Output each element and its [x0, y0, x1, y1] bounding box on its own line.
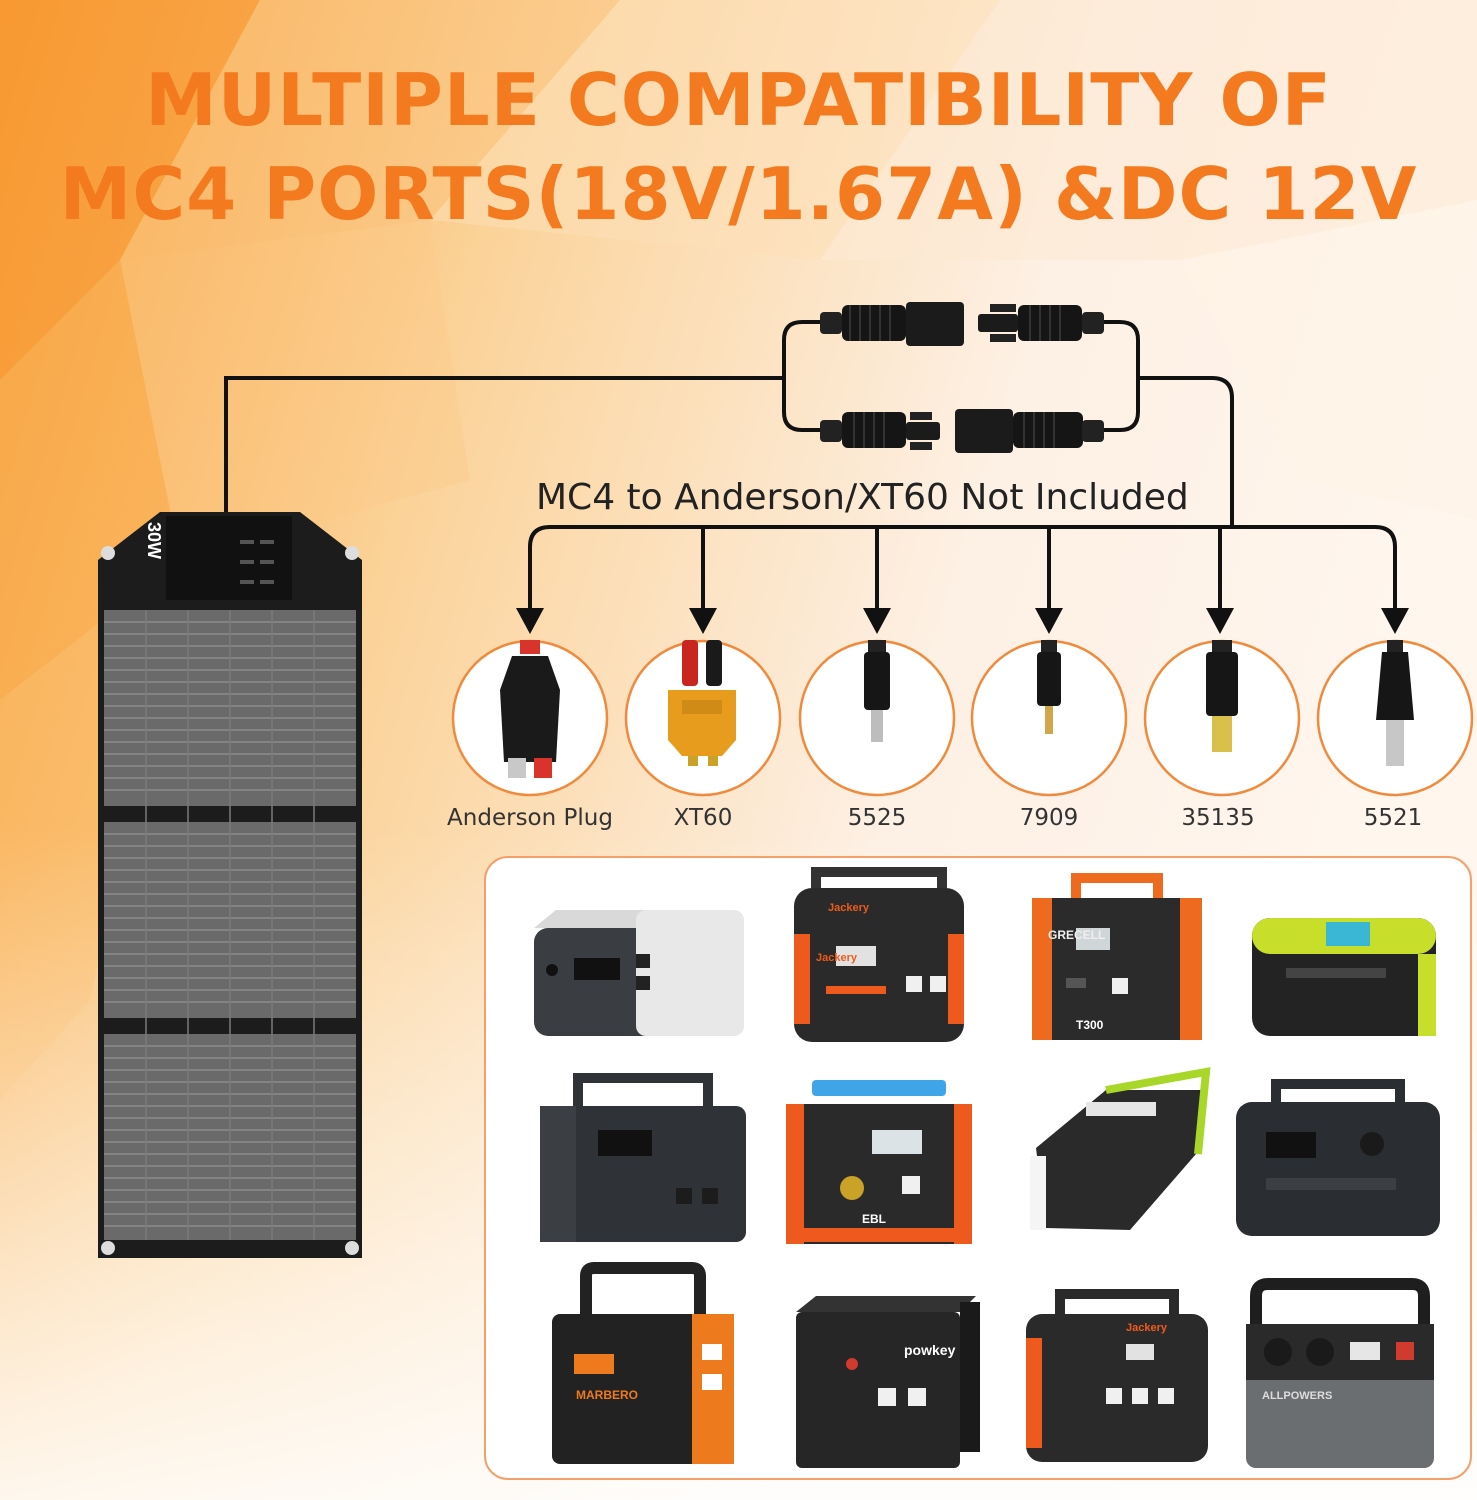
brand-jackery-2: Jackery — [828, 902, 869, 914]
power-station-4 — [1252, 918, 1436, 1036]
power-station-12 — [1246, 1278, 1434, 1468]
brand-jackery-3: Jackery — [1126, 1322, 1167, 1334]
brand-ebl: EBL — [862, 1212, 886, 1226]
panel-wattage-label: 30W — [144, 522, 164, 560]
plug-label-35135: 35135 — [1181, 805, 1255, 831]
plug-label-5525: 5525 — [847, 805, 907, 831]
5521-plug-icon — [1376, 640, 1414, 766]
power-station-9 — [552, 1262, 734, 1464]
plug-label-anderson: Anderson Plug — [447, 805, 613, 831]
power-station-2 — [794, 867, 964, 1042]
power-station-6 — [786, 1080, 972, 1244]
headline-line-1: MULTIPLE COMPATIBILITY OF — [145, 58, 1332, 142]
brand-marbero: MARBERO — [576, 1388, 638, 1402]
solar-panel — [98, 512, 362, 1258]
brand-jackery-1: Jackery — [816, 952, 857, 964]
power-station-11 — [1026, 1289, 1208, 1462]
plug-label-7909: 7909 — [1019, 805, 1079, 831]
power-station-grid — [534, 867, 1440, 1468]
compatible-devices-panel: GRECELL T300 Jackery Jackery EBL MARBERO… — [484, 856, 1472, 1480]
5525-plug-icon — [864, 640, 890, 742]
anderson-plug-icon — [500, 640, 560, 778]
35135-plug-icon — [1206, 640, 1238, 752]
mc4-connector-bottom-left — [820, 412, 940, 450]
mc4-connector-top-left — [820, 302, 964, 346]
brand-powkey: powkey — [904, 1342, 956, 1358]
power-station-3 — [1032, 873, 1202, 1040]
xt60-icon — [668, 640, 736, 766]
mc4-connector-top-right — [978, 304, 1104, 342]
power-station-10 — [796, 1296, 980, 1468]
brand-t300: T300 — [1076, 1018, 1104, 1032]
power-station-5 — [540, 1073, 746, 1242]
adapter-note: MC4 to Anderson/XT60 Not Included — [536, 477, 1189, 518]
brand-allpowers: ALLPOWERS — [1262, 1390, 1333, 1402]
plug-label-5521: 5521 — [1363, 805, 1423, 831]
power-station-1 — [534, 910, 744, 1036]
power-station-7 — [1030, 1067, 1211, 1230]
7909-plug-icon — [1037, 640, 1061, 734]
plug-label-xt60: XT60 — [673, 805, 733, 831]
brand-grecell: GRECELL — [1048, 928, 1106, 942]
power-station-8 — [1236, 1079, 1440, 1236]
mc4-connector-bottom-right — [955, 409, 1104, 453]
headline-line-2: MC4 PORTS(18V/1.67A) &DC 12V — [59, 152, 1418, 236]
